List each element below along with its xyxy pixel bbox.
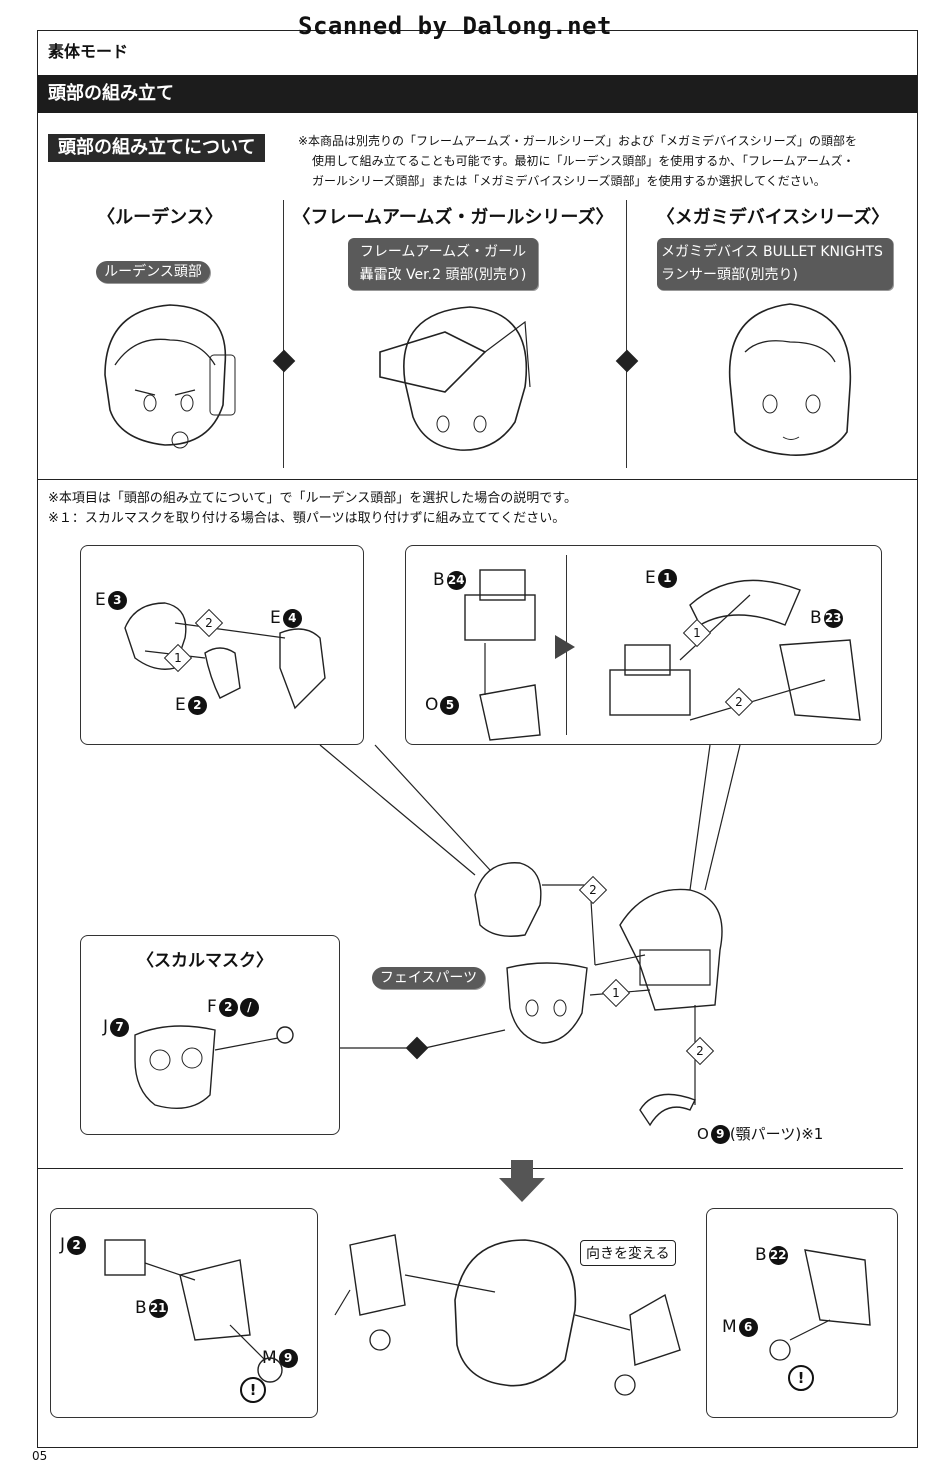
- option-title-ludens: 〈ルーデンス〉: [97, 207, 223, 228]
- part-number-badge: 9: [278, 1348, 298, 1368]
- part-number-badge: 23: [823, 608, 843, 628]
- cut-icon: /: [239, 997, 259, 1017]
- section-divider: [38, 1168, 903, 1169]
- face-parts-pill: フェイスパーツ: [372, 967, 485, 989]
- pill-line: フレームアームズ・ガール: [359, 244, 527, 260]
- megami-head-pill: メガミデバイス BULLET KNIGHTS ランサー頭部(別売り): [657, 238, 893, 290]
- option-title-megami: 〈メガミデバイスシリーズ〉: [656, 207, 890, 228]
- jaw-part-illustration: [639, 1093, 696, 1127]
- pill-line: ランサー頭部(別売り): [661, 267, 798, 283]
- section-divider: [38, 479, 917, 480]
- pill-line: メガミデバイス BULLET KNIGHTS: [661, 244, 883, 260]
- part-number-badge: 5: [440, 695, 460, 715]
- callout-lines: [319, 744, 741, 891]
- skull-mask-illustration: [134, 1025, 294, 1109]
- part-number-badge: 2: [67, 1235, 87, 1255]
- part-number-badge: 2: [187, 695, 207, 715]
- assembly-note-line: ※本項目は「頭部の組み立てについて」で「ルーデンス頭部」を選択した場合の説明です…: [48, 491, 577, 506]
- warning-icon: !: [788, 1365, 814, 1391]
- intro-note: ※本商品は別売りの「フレームアームズ・ガールシリーズ」および「メガミデバイスシリ…: [298, 131, 857, 191]
- face-parts-illustration: [506, 962, 588, 1044]
- final-assembly-illustration: [334, 1234, 681, 1396]
- down-arrow-icon: [499, 1160, 545, 1202]
- subsection-title: 頭部の組み立てについて: [48, 134, 266, 162]
- megami-head-illustration: [728, 303, 852, 456]
- fag-head-pill: フレームアームズ・ガール 轟雷改 Ver.2 頭部(別売り): [348, 238, 538, 290]
- assembly-note-line: ※１：スカルマスクを取り付ける場合は、顎パーツは取り付けずに組み立ててください。: [48, 511, 566, 526]
- part-number-badge: 9: [710, 1125, 730, 1144]
- part-number-badge: 6: [738, 1317, 758, 1337]
- intro-note-line: 使用して組み立てることも可能です。最初に「ルーデンス頭部」を使用するか、「フレー…: [312, 154, 855, 168]
- assembly-notes: ※本項目は「頭部の組み立てについて」で「ルーデンス頭部」を選択した場合の説明です…: [48, 489, 577, 529]
- option-title-fag: 〈フレームアームズ・ガールシリーズ〉: [292, 207, 614, 228]
- mode-label: 素体モード: [48, 42, 129, 61]
- part-number-badge: 7: [110, 1017, 130, 1037]
- intro-note-line: ※本商品は別売りの「フレームアームズ・ガールシリーズ」および「メガミデバイスシリ…: [298, 134, 858, 148]
- column-divider: [283, 200, 284, 468]
- pill-line: 轟雷改 Ver.2 頭部(別売り): [359, 267, 527, 283]
- face-frame-box: [50, 1208, 318, 1418]
- warning-icon: !: [240, 1377, 266, 1403]
- hair-parts-box: [80, 545, 364, 745]
- part-number-badge: 24: [446, 570, 466, 590]
- page-frame: [37, 30, 918, 1448]
- part-number-badge: 1: [657, 568, 677, 588]
- ludens-head-illustration: [104, 304, 236, 449]
- part-number-badge: 2: [218, 997, 238, 1017]
- inner-frame-illustration: [464, 569, 861, 741]
- part-number-badge: 21: [148, 1298, 168, 1318]
- part-number-badge: 3: [107, 590, 127, 610]
- connector-line: [340, 1029, 506, 1049]
- face-frame-illustration: [104, 1239, 283, 1383]
- side-frame-illustration: [769, 1249, 871, 1361]
- ludens-head-pill: ルーデンス頭部: [96, 261, 210, 283]
- section-title-bar: 頭部の組み立て: [38, 75, 917, 113]
- column-divider: [626, 200, 627, 468]
- fag-head-illustration: [379, 306, 531, 451]
- watermark: Scanned by Dalong.net: [298, 12, 612, 40]
- page-number: 05: [32, 1449, 48, 1463]
- intro-note-line: ガールシリーズ頭部」または「メガミデバイスシリーズ頭部」を使用するか選択してくだ…: [312, 174, 826, 188]
- turn-label: 向きを変える: [580, 1240, 676, 1266]
- skull-mask-title: 〈スカルマスク〉: [137, 951, 273, 971]
- hair-parts-illustration: [124, 602, 326, 710]
- part-number-badge: 22: [768, 1245, 788, 1265]
- part-number-badge: 4: [282, 608, 302, 628]
